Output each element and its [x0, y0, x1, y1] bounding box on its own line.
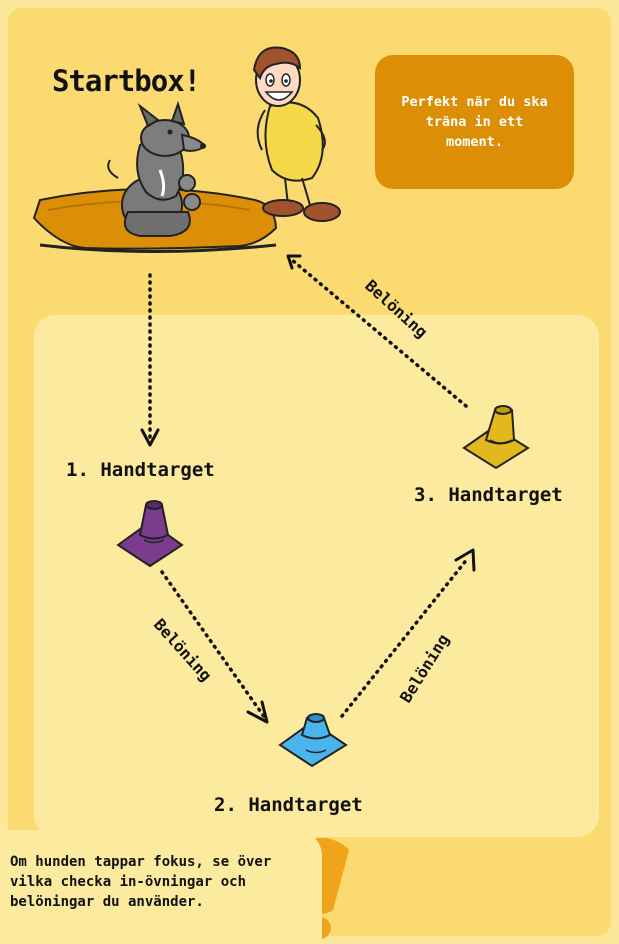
trainer-icon	[252, 46, 341, 222]
cone-icon-target3	[462, 405, 530, 470]
target1-label: 1. Handtarget	[66, 459, 215, 481]
arrowhead-icon	[140, 428, 160, 447]
arrowhead-icon	[246, 700, 269, 724]
cone-icon-target2	[278, 713, 348, 768]
arrow-target1-to-target2	[160, 570, 267, 720]
arrowhead-icon	[454, 548, 476, 572]
target3-label: 3. Handtarget	[414, 484, 563, 506]
arrow-target2-to-target3	[340, 556, 470, 718]
target2-label: 2. Handtarget	[214, 794, 363, 816]
note-text: Perfekt när du ska träna in ett moment.	[401, 94, 548, 150]
startbox-title: Startbox!	[52, 64, 201, 98]
arrowhead-icon	[286, 254, 302, 270]
tip-panel	[0, 830, 322, 944]
tip-text: Om hunden tappar fokus, se över vilka ch…	[10, 854, 272, 910]
cone-icon-target1	[116, 500, 184, 568]
arrow-target3-to-startbox	[290, 258, 468, 408]
dog-icon	[107, 100, 207, 237]
note-box: Perfekt när du ska träna in ett moment.	[375, 55, 574, 189]
